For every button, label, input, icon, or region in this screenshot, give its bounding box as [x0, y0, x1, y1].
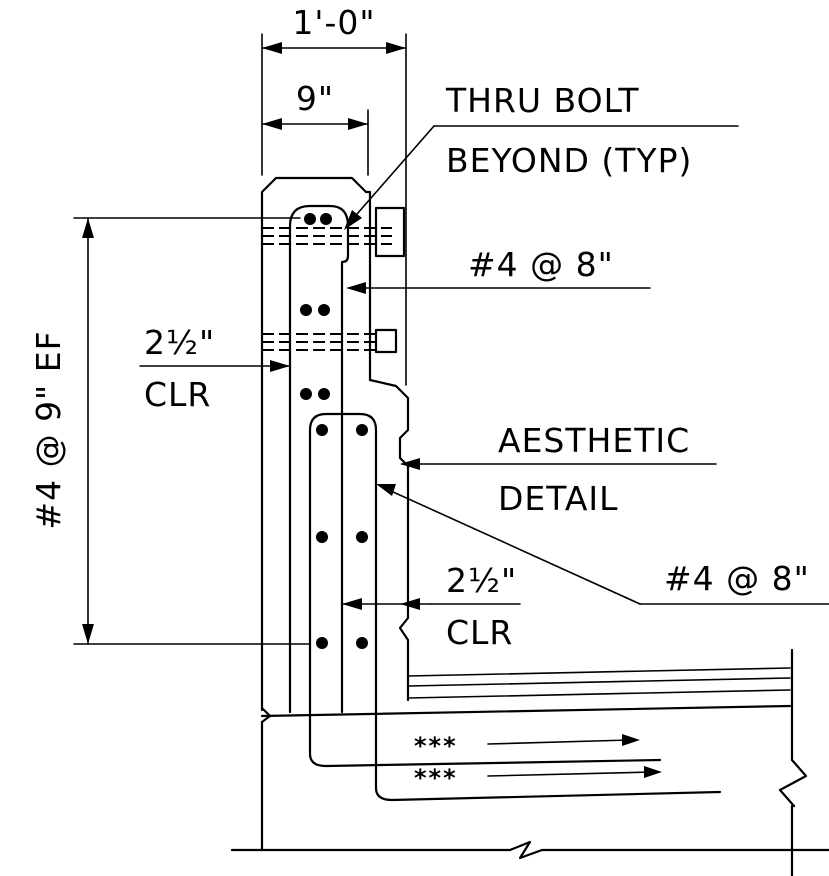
dimension-overall-width: 1'-0" [261, 3, 407, 386]
upper-clear-label: CLR [144, 375, 211, 414]
upper-bar-callout: #4 @ 8" [346, 245, 651, 294]
upper-clear-fraction: 2½" [144, 323, 215, 362]
lower-bar-label: #4 @ 8" [664, 559, 810, 598]
bar-marker-2: *** [414, 764, 458, 792]
lower-clearance: 2½" CLR [341, 561, 521, 652]
vertical-bar-dimension: #4 @ 9" EF [29, 217, 311, 645]
overall-width-label: 1'-0" [292, 3, 375, 42]
aesthetic-label-2: DETAIL [498, 479, 619, 518]
bar-markers: *** *** [414, 732, 458, 792]
upper-clearance: 2½" CLR [139, 323, 291, 414]
barrier-wall-outline [260, 176, 410, 724]
vertical-bar-label: #4 @ 9" EF [29, 330, 68, 529]
lower-clear-label: CLR [446, 613, 513, 652]
thru-bolt-label-1: THRU BOLT [445, 81, 640, 120]
inner-width-label: 9" [296, 79, 334, 118]
thru-bolt-label-2: BEYOND (TYP) [446, 141, 692, 180]
aesthetic-label-1: AESTHETIC [498, 421, 690, 460]
lower-clear-fraction: 2½" [446, 561, 517, 600]
thru-bolt-callout: THRU BOLT BEYOND (TYP) [344, 81, 739, 230]
lower-bar-callout: #4 @ 8" [376, 484, 829, 605]
thru-bolts [262, 206, 406, 354]
deck-slab [230, 648, 829, 876]
reinforcing-bars [288, 204, 722, 802]
aesthetic-callout: AESTHETIC DETAIL [400, 421, 717, 518]
bar-marker-1: *** [414, 732, 458, 760]
bar-dots [300, 213, 368, 649]
upper-bar-label: #4 @ 8" [468, 245, 614, 284]
dimension-inner-width: 9" [261, 79, 369, 176]
